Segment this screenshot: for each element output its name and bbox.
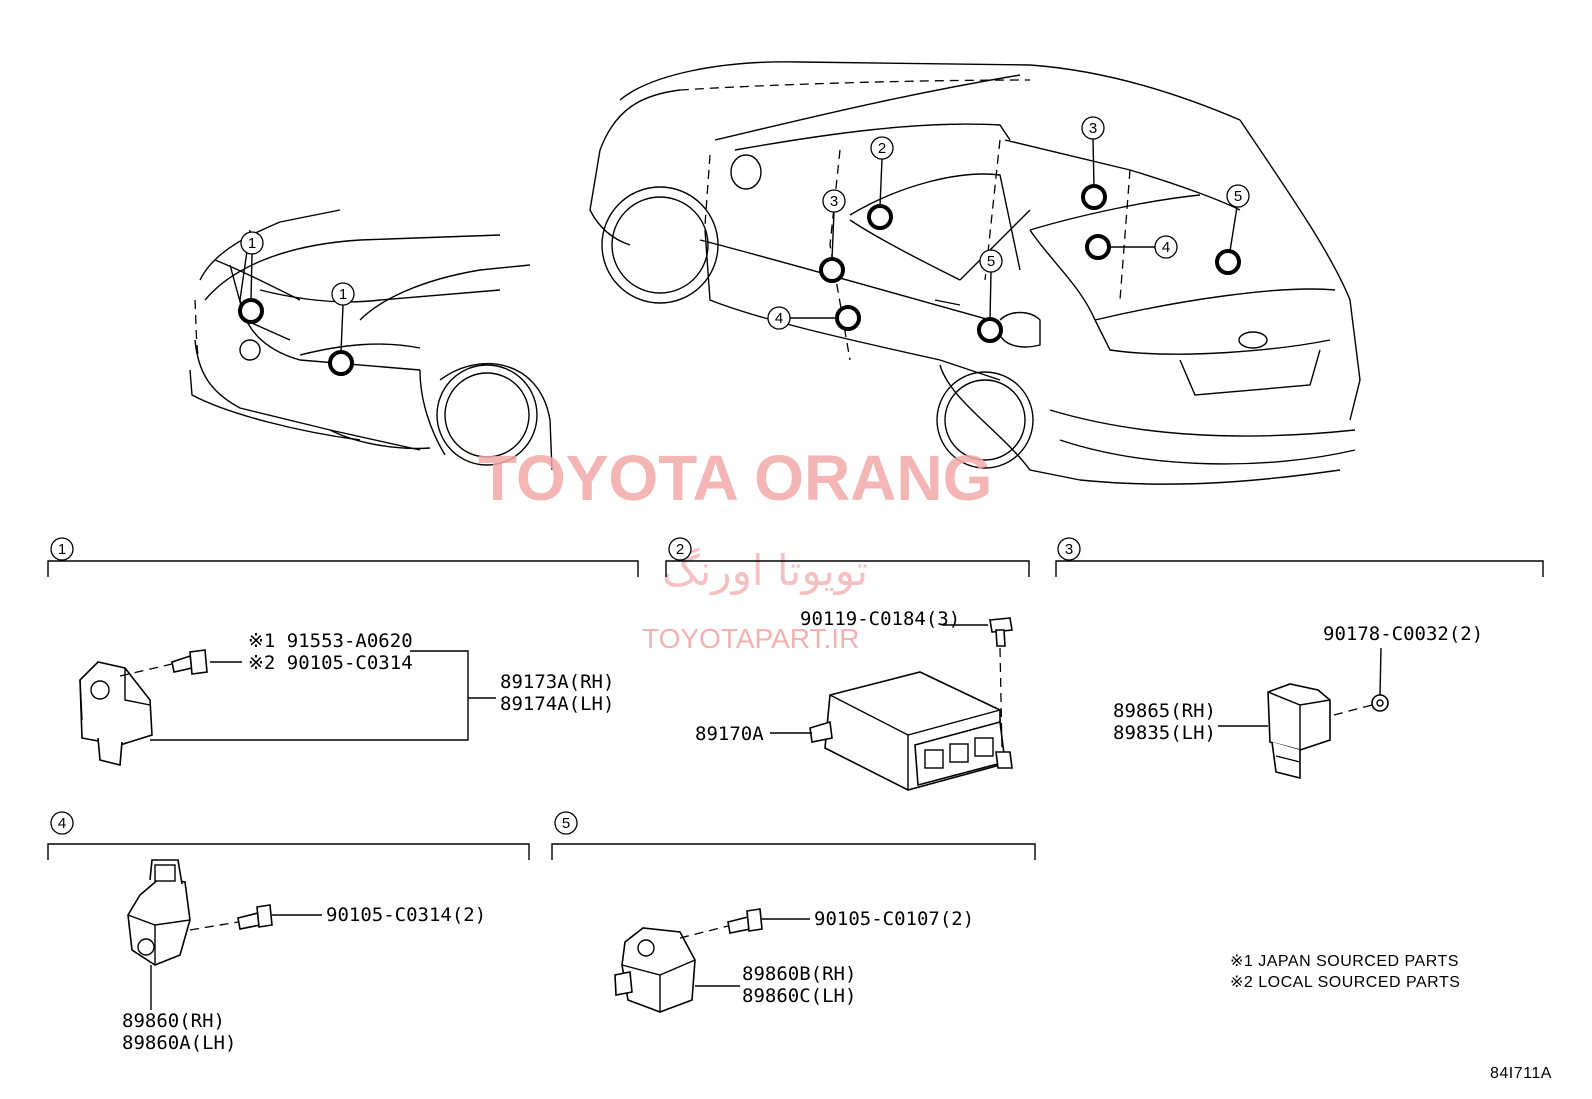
svg-text:1: 1 — [248, 235, 256, 252]
section-4-bolt — [237, 904, 273, 930]
svg-text:5: 5 — [562, 815, 570, 832]
section-3-part-rh: 89865(RH) — [1113, 700, 1216, 722]
bubble-1-right: 1 — [331, 282, 355, 306]
car-callout-bubbles: 1 1 2 3 3 4 4 5 5 — [240, 116, 1250, 330]
section-1-part-lh: 89174A(LH) — [500, 693, 614, 715]
section-brackets: 1 2 3 4 5 — [47, 537, 1544, 860]
side-sensor-part — [1267, 683, 1331, 780]
section-1-part-rh: 89173A(RH) — [500, 671, 614, 693]
marker-5-rear — [1215, 249, 1241, 275]
svg-text:5: 5 — [987, 253, 995, 270]
legend-local: ※2 LOCAL SOURCED PARTS — [1230, 974, 1460, 991]
section-1-fastener-note-2: ※2 90105-C0314 — [248, 652, 413, 674]
marker-2 — [867, 204, 893, 230]
section-4-parts: 90105-C0314(2) 89860(RH) 89860A(LH) — [122, 859, 486, 1054]
front-sensor-part — [79, 661, 153, 767]
section-2-parts: 90119-C0184(3) 89170A — [695, 608, 1013, 791]
marker-4-front — [835, 305, 861, 331]
marker-4-rear — [1085, 234, 1111, 260]
svg-text:2: 2 — [676, 541, 684, 558]
marker-3-rear — [1081, 184, 1107, 210]
section-1-fastener-note-1: ※1 91553-A0620 — [248, 630, 413, 652]
section-1-parts: ※1 91553-A0620 ※2 90105-C0314 89173A(RH)… — [79, 630, 614, 767]
section-4-header: 4 — [47, 811, 530, 860]
bubble-4-rear: 4 — [1154, 235, 1178, 259]
marker-3-front — [819, 257, 845, 283]
watermark-persian: تویوتا اورنگ — [662, 546, 868, 595]
bubble-2: 2 — [870, 136, 894, 160]
section-3-nut — [1371, 694, 1389, 712]
svg-text:4: 4 — [1162, 239, 1170, 256]
svg-text:1: 1 — [339, 286, 347, 303]
section-5-header: 5 — [551, 811, 1036, 860]
section-4-part-rh: 89860(RH) — [122, 1010, 225, 1032]
figure-code: 84I711A — [1490, 1065, 1552, 1082]
section-4-sensor-part — [127, 859, 191, 966]
section-2-part: 89170A — [695, 723, 764, 745]
svg-text:3: 3 — [1065, 541, 1073, 558]
isometric-car-illustration — [589, 61, 1361, 485]
watermark-latin: TOYOTA ORANG — [478, 442, 992, 514]
svg-text:2: 2 — [878, 140, 886, 157]
svg-text:4: 4 — [775, 310, 783, 327]
svg-text:3: 3 — [1089, 120, 1097, 137]
bubble-5-front: 5 — [979, 249, 1003, 273]
section-2-fastener: 90119-C0184(3) — [800, 608, 960, 630]
section-2-header: 2 — [665, 537, 1030, 577]
section-3-fastener: 90178-C0032(2) — [1323, 623, 1483, 645]
section-5-fastener: 90105-C0107(2) — [814, 908, 974, 930]
watermark-site: TOYOTAPART.IR — [642, 623, 859, 654]
section-5-part-lh: 89860C(LH) — [742, 985, 856, 1007]
section-3-parts: 90178-C0032(2) 89865(RH) 89835(LH) — [1113, 623, 1483, 780]
marker-1-left — [238, 298, 264, 324]
airbag-ecu-part — [809, 671, 1006, 791]
section-5-parts: 90105-C0107(2) 89860B(RH) 89860C(LH) — [614, 908, 974, 1013]
section-3-header: 3 — [1055, 537, 1544, 577]
legend-japan: ※1 JAPAN SOURCED PARTS — [1230, 953, 1459, 970]
section-2-bolt — [989, 617, 1013, 769]
marker-5-front — [977, 317, 1003, 343]
svg-text:3: 3 — [830, 193, 838, 210]
front-car-illustration — [189, 209, 553, 471]
legend: ※1 JAPAN SOURCED PARTS ※2 LOCAL SOURCED … — [1230, 953, 1460, 991]
watermark: TOYOTA ORANG تویوتا اورنگ TOYOTAPART.IR — [478, 442, 992, 654]
bubble-1-left: 1 — [240, 231, 264, 255]
section-1-bolt — [171, 649, 208, 675]
section-5-part-rh: 89860B(RH) — [742, 963, 856, 985]
bubble-4-front: 4 — [767, 306, 791, 330]
svg-text:1: 1 — [58, 541, 66, 558]
bubble-5-rear: 5 — [1226, 184, 1250, 208]
section-5-sensor-part — [614, 927, 696, 1013]
section-1-header: 1 — [47, 537, 639, 577]
svg-text:4: 4 — [58, 815, 66, 832]
section-5-bolt — [727, 908, 763, 934]
callout-leaders — [250, 138, 1238, 353]
bubble-3-rear: 3 — [1081, 116, 1105, 140]
section-4-fastener: 90105-C0314(2) — [326, 904, 486, 926]
section-3-part-lh: 89835(LH) — [1113, 722, 1216, 744]
section-4-part-lh: 89860A(LH) — [122, 1032, 236, 1054]
svg-text:5: 5 — [1234, 188, 1242, 205]
bubble-3-front: 3 — [822, 189, 846, 213]
marker-1-right — [328, 350, 354, 376]
